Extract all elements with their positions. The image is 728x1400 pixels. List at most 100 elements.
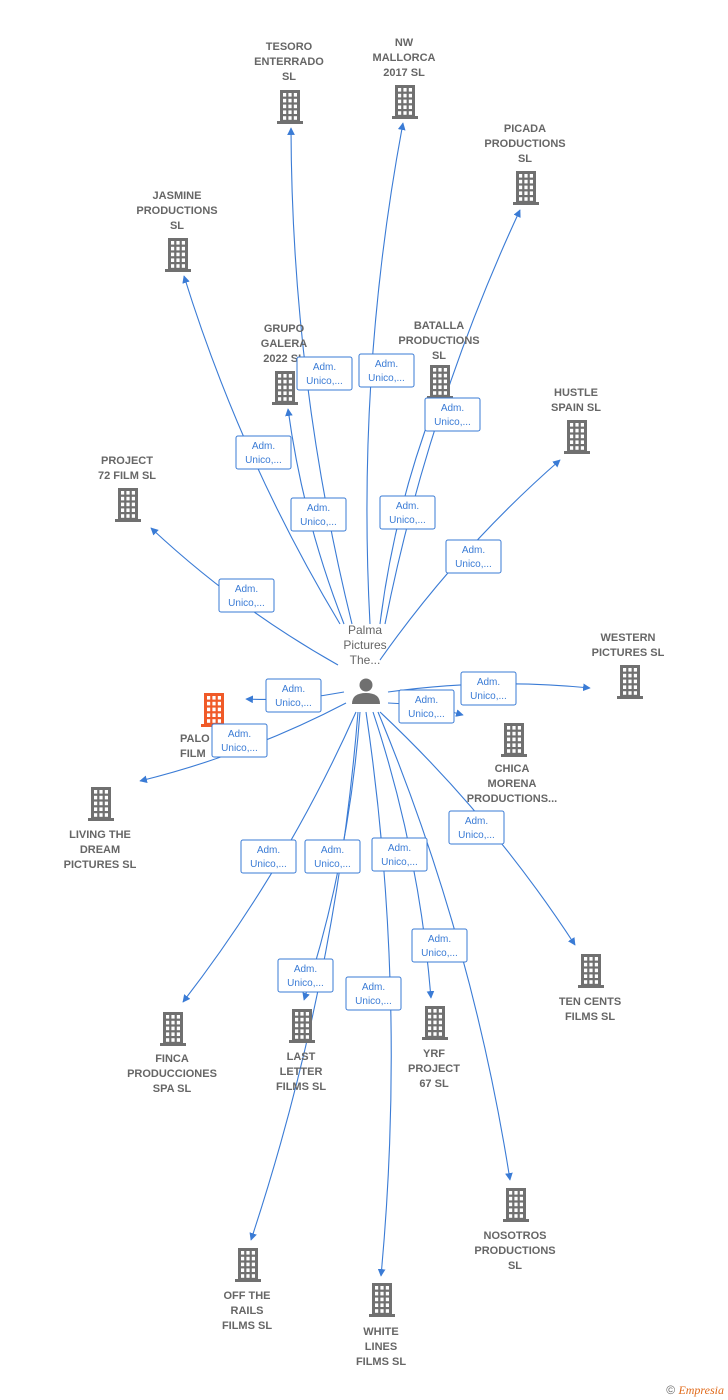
- company-label: SPAIN SL: [551, 402, 601, 414]
- company-label: OFF THE: [223, 1290, 270, 1302]
- relation-label-nosotros-productions-sl[interactable]: Adm.Unico,...: [411, 928, 468, 963]
- brand-logo[interactable]: Empresia: [678, 1383, 724, 1397]
- company-label: RAILS: [231, 1305, 264, 1317]
- relation-label-grupo-galera-2022-sl[interactable]: Adm.Unico,...: [290, 497, 347, 532]
- building-icon: [501, 723, 527, 757]
- company-label: LINES: [365, 1341, 397, 1353]
- relation-text: Unico,...: [434, 417, 471, 428]
- relation-label-yrf-project-67-sl[interactable]: Adm.Unico,...: [371, 837, 428, 872]
- relation-text: Adm.: [294, 964, 317, 975]
- relation-text: Adm.: [307, 503, 330, 514]
- copyright-symbol: ©: [666, 1383, 676, 1397]
- relation-label-western-pictures-sl[interactable]: Adm.Unico,...: [460, 671, 517, 706]
- building-icon: [272, 371, 298, 405]
- relation-text: Unico,...: [389, 515, 426, 526]
- relation-text: Unico,...: [275, 698, 312, 709]
- company-label: SL: [508, 1260, 522, 1272]
- company-label: 2017 SL: [383, 67, 425, 79]
- relation-text: Unico,...: [314, 859, 351, 870]
- relation-text: Unico,...: [221, 743, 258, 754]
- company-label: LAST: [287, 1051, 316, 1063]
- company-node-project-72-film-sl[interactable]: PROJECT 72 FILM SL: [98, 455, 156, 522]
- company-label: FILMS SL: [276, 1081, 326, 1093]
- company-label: PALO: [180, 733, 210, 745]
- company-label: PROJECT: [101, 455, 153, 467]
- relation-label-jasmine-productions-sl[interactable]: Adm. Unico,...: [235, 435, 292, 470]
- relation-text: Adm.: [321, 845, 344, 856]
- relation-text: Unico,...: [306, 376, 343, 387]
- relation-label-living-the-dream-pictures-sl[interactable]: Adm.Unico,...: [211, 723, 268, 758]
- relation-label-last-letter-films-sl[interactable]: Adm. Unico,...: [304, 839, 361, 874]
- company-label: TESORO: [266, 41, 313, 53]
- relation-label-palo-films[interactable]: Adm. Unico,...: [265, 678, 322, 713]
- building-icon: [617, 665, 643, 699]
- relation-text: Unico,...: [287, 978, 324, 989]
- relation-label-off-the-rails-films-sl[interactable]: Adm. Unico,...: [277, 958, 334, 993]
- relation-label-white-lines-films-sl[interactable]: Adm.Unico,...: [345, 976, 402, 1011]
- relation-label-tesoro-enterrado-sl[interactable]: Adm.Unico,...: [296, 356, 353, 391]
- company-label: PICTURES SL: [592, 647, 665, 659]
- building-icon: [422, 1006, 448, 1040]
- company-label: PROJECT: [408, 1063, 460, 1075]
- relation-label-ten-cents-films-sl[interactable]: Adm.Unico,...: [448, 810, 505, 845]
- relation-text: Unico,...: [455, 559, 492, 570]
- relation-text: Unico,...: [245, 455, 282, 466]
- relation-label-nw-mallorca-2017-sl[interactable]: Adm. Unico,...: [358, 353, 415, 388]
- company-label: FINCA: [155, 1053, 189, 1065]
- building-icon: [513, 171, 539, 205]
- relation-label-finca-producciones-spa-sl[interactable]: Adm.Unico,...: [240, 839, 297, 874]
- relation-label-batalla-productions-sl[interactable]: Adm.Unico,...: [379, 495, 436, 530]
- relation-text: Adm.: [282, 684, 305, 695]
- center-node[interactable]: PalmaPicturesThe...: [343, 623, 387, 704]
- relation-text: Unico,...: [458, 830, 495, 841]
- company-label: JASMINE: [153, 190, 202, 202]
- relation-text: Adm.: [462, 545, 485, 556]
- company-label: MALLORCA: [373, 52, 436, 64]
- relation-text: Adm.: [441, 403, 464, 414]
- relation-text: Unico,...: [381, 857, 418, 868]
- person-icon: [352, 678, 380, 704]
- company-label: WHITE: [363, 1326, 398, 1338]
- relation-text: Adm.: [252, 441, 275, 452]
- company-label: SL: [518, 153, 532, 165]
- building-icon: [160, 1012, 186, 1046]
- relation-label-picada-productions-sl[interactable]: Adm. Unico,...: [424, 397, 481, 432]
- company-node-chica-morena-productions[interactable]: CHICAMORENAPRODUCTIONS...: [467, 723, 557, 805]
- company-label: YRF: [423, 1048, 445, 1060]
- relation-label-hustle-spain-sl[interactable]: Adm. Unico,...: [445, 539, 502, 574]
- building-icon: [201, 693, 227, 727]
- relation-label-chica-morena-productions[interactable]: Adm.Unico,...: [398, 689, 455, 724]
- company-label: SL: [170, 220, 184, 232]
- company-label: GRUPO: [264, 323, 305, 335]
- company-label: DREAM: [80, 844, 120, 856]
- relation-text: Adm.: [375, 359, 398, 370]
- relation-text: Adm.: [257, 845, 280, 856]
- company-label: GALERA: [261, 338, 308, 350]
- building-icon: [235, 1248, 261, 1282]
- building-icon: [564, 420, 590, 454]
- relation-text: Adm.: [415, 695, 438, 706]
- relation-labels-layer: Adm. Unico,... Adm. Unico,... Adm. Unico,... A…: [211, 353, 517, 1011]
- company-label: 72 FILM SL: [98, 470, 156, 482]
- company-label: SPA SL: [153, 1083, 192, 1095]
- relation-text: Unico,...: [368, 373, 405, 384]
- relation-label-project-72-film-sl[interactable]: Adm.Unico,...: [218, 578, 275, 613]
- center-label: Palma: [348, 623, 382, 637]
